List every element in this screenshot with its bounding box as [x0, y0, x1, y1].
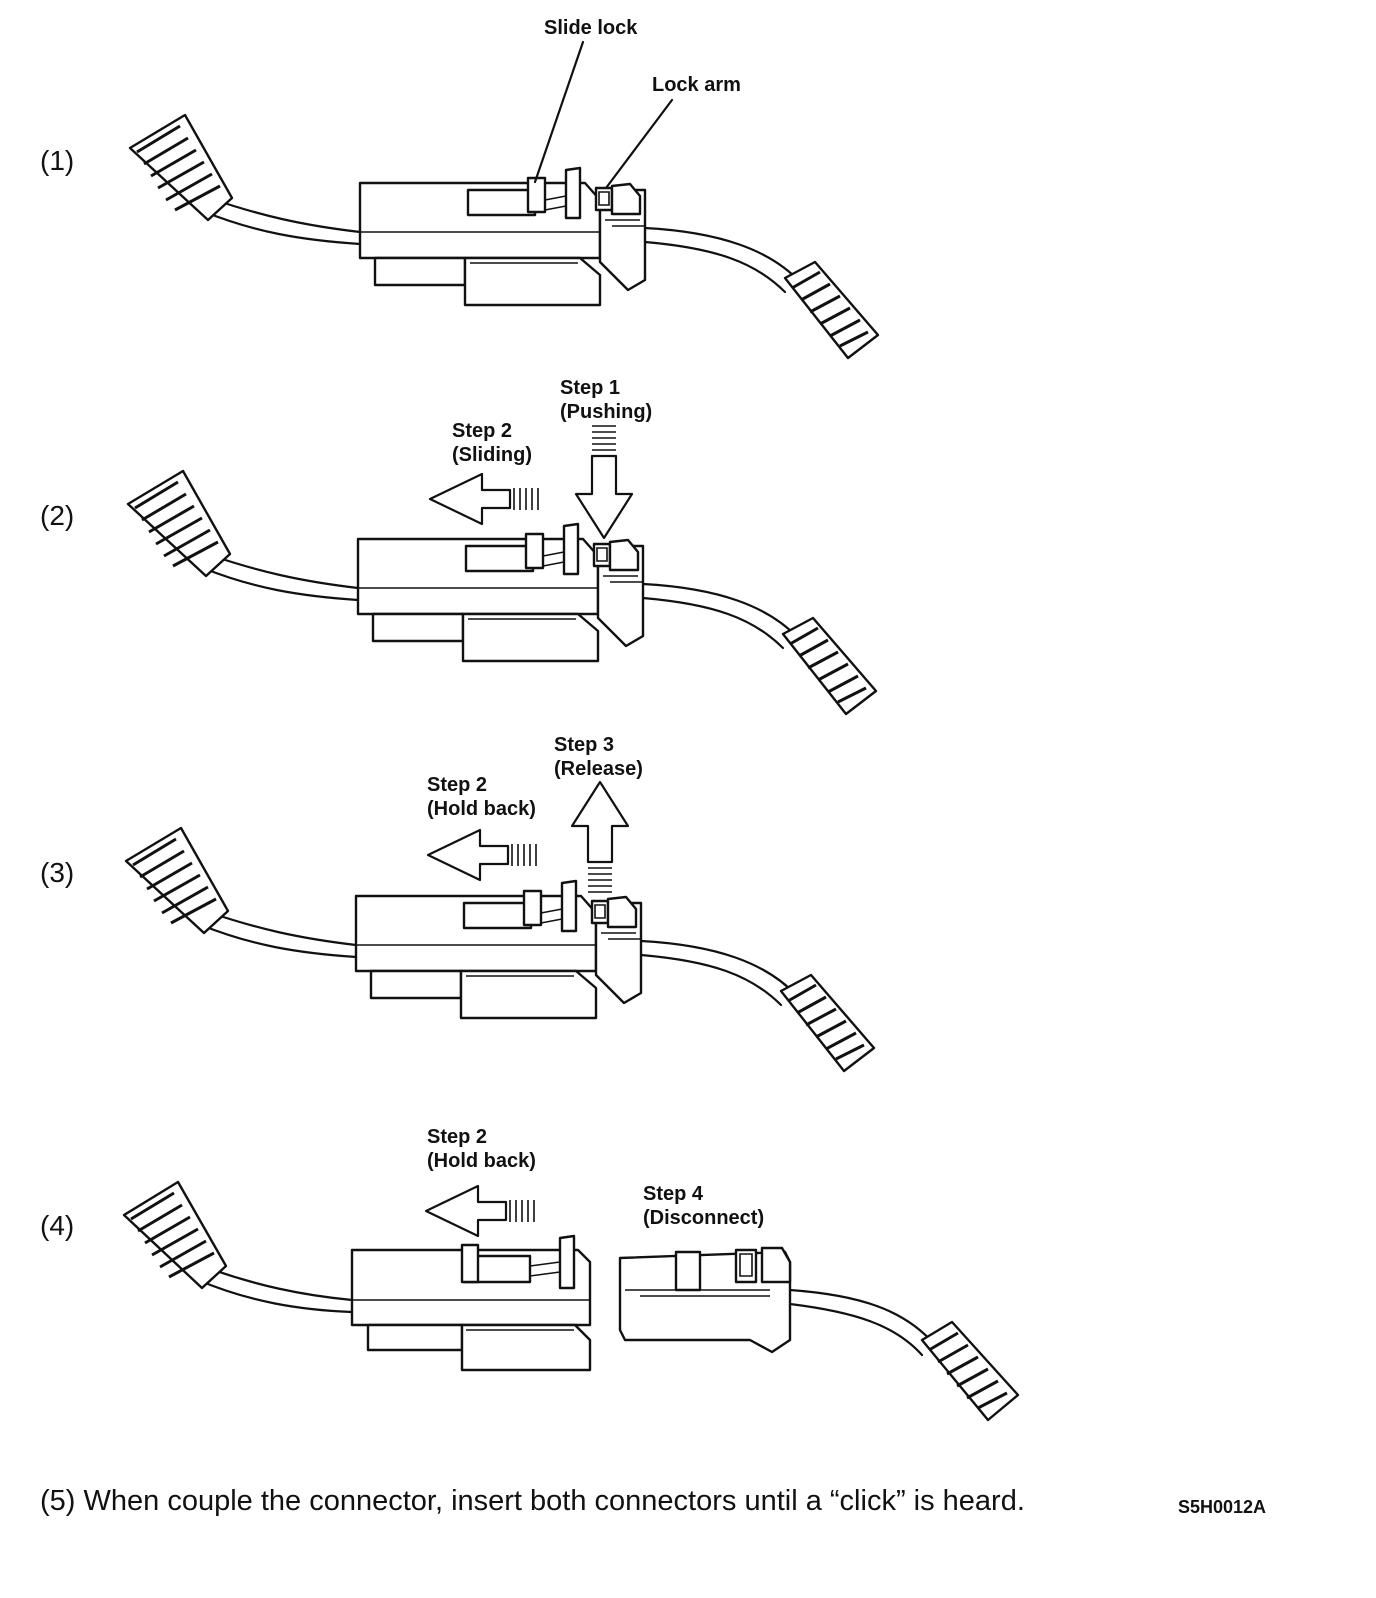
label-step-action: (Disconnect) — [643, 1207, 764, 1229]
right-connector-half — [618, 1246, 1020, 1422]
leader-line — [604, 98, 674, 190]
left-connector-half — [122, 1180, 592, 1372]
label-step-action: (Sliding) — [452, 444, 532, 466]
panel-number: (4) — [40, 1210, 74, 1241]
coupled-connector — [128, 113, 880, 360]
label-step: Step 4 — [643, 1183, 704, 1205]
label-step-action: (Pushing) — [560, 401, 652, 423]
label-step-action: (Hold back) — [427, 798, 536, 820]
label-lock-arm: Lock arm — [652, 74, 741, 96]
figure-code: S5H0012A — [1178, 1497, 1266, 1517]
panel-1: (1) Slide lock Lock arm — [40, 17, 880, 360]
label-step: Step 2 — [427, 774, 487, 796]
panel-3: (3) Step 2 (Hold back) Step 3 (Release) — [40, 734, 876, 1073]
pushing-arrow — [574, 424, 634, 540]
footer-instruction: (5) When couple the connector, insert bo… — [40, 1485, 1025, 1517]
panel-number: (1) — [40, 145, 74, 176]
label-step-action: (Hold back) — [427, 1150, 536, 1172]
label-step: Step 1 — [560, 377, 620, 399]
label-step: Step 3 — [554, 734, 614, 756]
label-step-action: (Release) — [554, 758, 643, 780]
panel-number: (3) — [40, 857, 74, 888]
label-step: Step 2 — [427, 1126, 487, 1148]
label-slide-lock: Slide lock — [544, 17, 638, 39]
release-arrow — [570, 780, 630, 894]
panel-4: (4) S — [40, 1126, 1020, 1422]
hold-back-arrow — [424, 1184, 536, 1238]
label-step: Step 2 — [452, 420, 512, 442]
sliding-arrow — [428, 472, 540, 526]
panel-2: (2) Step 2 (Sliding) Step 1 (Pushing) — [40, 377, 878, 716]
hold-back-arrow — [426, 828, 538, 882]
leader-line — [533, 40, 585, 184]
panel-number: (2) — [40, 500, 74, 531]
